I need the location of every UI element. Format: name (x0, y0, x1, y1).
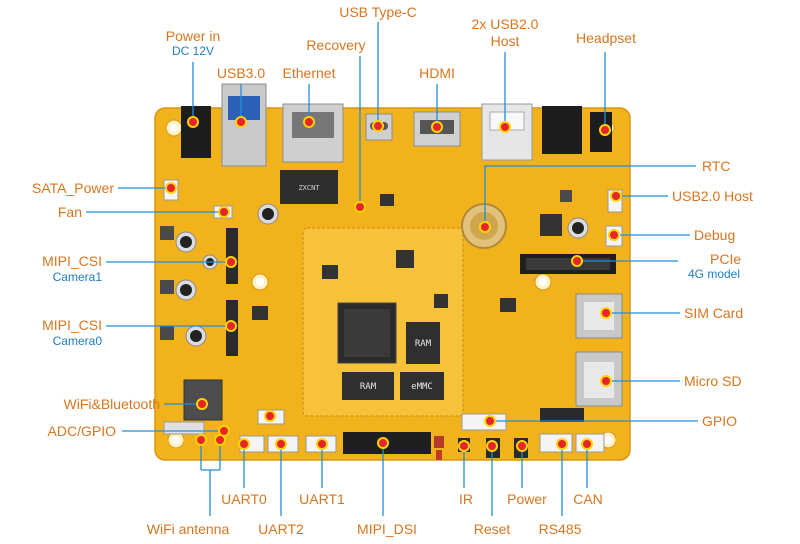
marker-rs485 (556, 438, 568, 450)
label-mipi-dsi: MIPI_DSI (357, 521, 417, 537)
marker-sim-card (600, 307, 612, 319)
label-pcie: PCIe (710, 251, 741, 267)
label-mipi-csi0: MIPI_CSI (42, 317, 102, 333)
label-pcie-4g: 4G model (688, 267, 740, 281)
marker-micro-sd (600, 375, 612, 387)
ram-chip-bottom-text: RAM (360, 382, 377, 392)
label-camera0: Camera0 (53, 334, 103, 348)
marker-hdmi (431, 121, 443, 133)
marker-recovery (354, 201, 366, 213)
marker-mipi-csi1 (225, 256, 237, 268)
marker-power (516, 440, 528, 452)
marker-usb20-host-right (610, 190, 622, 202)
label-usb30: USB3.0 (217, 65, 265, 81)
label-uart2: UART2 (258, 521, 304, 537)
marker-uart0 (238, 438, 250, 450)
label-sim-card: SIM Card (684, 305, 743, 321)
label-wifi-bt: WiFi&Bluetooth (64, 396, 160, 412)
ram-chip-top-text: RAM (415, 339, 432, 349)
marker-usb-type-c (372, 120, 384, 132)
marker-wifi-antenna-b (214, 434, 226, 446)
marker-wifi-antenna-a (195, 434, 207, 446)
marker-power-in (187, 116, 199, 128)
port-markers (165, 116, 622, 452)
label-gpio: GPIO (702, 413, 737, 429)
label-dc-12v: DC 12V (172, 44, 214, 58)
ethernet-port (282, 103, 344, 163)
marker-usb30 (235, 116, 247, 128)
label-hdmi: HDMI (419, 65, 455, 81)
label-wifi-antenna: WiFi antenna (147, 521, 230, 537)
marker-gpio (484, 415, 496, 427)
marker-can (581, 438, 593, 450)
marker-gpio-small (264, 410, 276, 422)
wifi-module (183, 379, 223, 421)
marker-fan (218, 206, 230, 218)
label-sata-power: SATA_Power (32, 180, 114, 196)
label-power-in: Power in (166, 28, 220, 44)
marker-uart2 (275, 438, 287, 450)
label-mipi-csi1: MIPI_CSI (42, 253, 102, 269)
marker-ir (458, 440, 470, 452)
pcie-slot (520, 254, 616, 274)
marker-mipi-dsi (377, 437, 389, 449)
label-rs485: RS485 (539, 521, 582, 537)
ethernet-phy-chip: ZXCNT (280, 170, 338, 204)
marker-debug (608, 229, 620, 241)
label-usb20-host-top-line1: 2x USB2.0 (472, 16, 539, 32)
label-adc-gpio: ADC/GPIO (48, 423, 117, 439)
core-module: RAM RAM eMMC (302, 227, 464, 417)
label-ethernet: Ethernet (283, 65, 336, 81)
label-camera1: Camera1 (53, 270, 103, 284)
micro-sd-slot (575, 351, 623, 407)
label-power: Power (507, 491, 547, 507)
label-uart0: UART0 (221, 491, 267, 507)
marker-rtc (479, 221, 491, 233)
callout-labels: Power in DC 12V USB3.0 Ethernet USB Type… (32, 4, 753, 537)
capacitors (175, 203, 589, 347)
label-reset: Reset (474, 521, 511, 537)
label-headpset: Headpset (576, 30, 636, 46)
dc-jack (181, 106, 211, 158)
marker-wifi-bt (196, 398, 208, 410)
label-usb20-host-top-line2: Host (491, 33, 520, 49)
sim-slot (575, 293, 623, 339)
label-can: CAN (573, 491, 603, 507)
marker-sata-power (165, 182, 177, 194)
label-rtc: RTC (702, 158, 731, 174)
label-uart1: UART1 (299, 491, 345, 507)
label-recovery: Recovery (306, 37, 365, 53)
marker-uart1 (316, 438, 328, 450)
marker-ethernet (303, 116, 315, 128)
label-usb-type-c: USB Type-C (339, 4, 417, 20)
marker-pcie (571, 255, 583, 267)
marker-reset (486, 440, 498, 452)
marker-headpset (599, 124, 611, 136)
marker-mipi-csi0 (225, 320, 237, 332)
label-ir: IR (459, 491, 473, 507)
label-usb20-host-right: USB2.0 Host (672, 188, 753, 204)
chip-logo-text: ZXCNT (298, 184, 320, 192)
emmc-chip-text: eMMC (411, 382, 433, 392)
marker-usb20-host-top (499, 121, 511, 133)
label-debug: Debug (694, 227, 735, 243)
label-fan: Fan (58, 204, 82, 220)
label-micro-sd: Micro SD (684, 373, 742, 389)
